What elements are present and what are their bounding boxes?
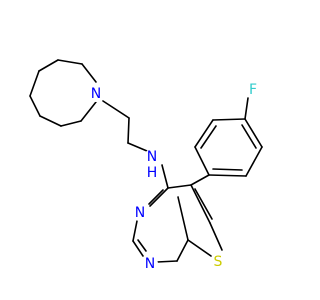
bond <box>29 95 41 117</box>
atom-label-azepane-n: N <box>91 86 101 102</box>
bond <box>200 125 217 149</box>
bond <box>212 168 243 171</box>
molecule-canvas: N H N N N S F <box>29 59 263 272</box>
bond <box>102 100 130 119</box>
bond <box>149 187 169 207</box>
bond <box>212 118 246 121</box>
bond <box>80 101 97 122</box>
atom-thiophene-s: S <box>210 254 226 270</box>
bond <box>187 239 212 257</box>
bond <box>38 59 59 72</box>
bond <box>209 222 223 251</box>
bond <box>194 146 210 176</box>
bond <box>245 146 263 177</box>
bond <box>194 188 213 220</box>
bond <box>29 70 40 97</box>
bond <box>190 174 210 186</box>
bond <box>177 196 189 241</box>
bond <box>244 118 263 148</box>
bond <box>244 97 249 120</box>
atom-label-fluorine: F <box>249 82 257 98</box>
bond <box>127 142 148 152</box>
atom-pyrimidine-n1: N <box>142 256 158 272</box>
bond <box>57 59 83 65</box>
bond <box>241 124 257 149</box>
bond <box>148 189 164 205</box>
atom-label-thiophene-s: S <box>214 254 223 270</box>
atom-label-pyrimidine-n3: N <box>135 205 145 221</box>
bond <box>176 239 189 262</box>
bond <box>132 220 138 242</box>
atom-label-pyrimidine-n1: N <box>145 256 155 272</box>
atom-label-amine-n: N <box>147 149 157 165</box>
atom-azepane-n: N <box>88 86 104 102</box>
bond <box>156 260 178 263</box>
bond <box>161 164 169 189</box>
bond <box>167 184 192 189</box>
atom-label-amine-h: H <box>147 165 158 181</box>
bond <box>60 120 82 127</box>
molecule-structure: N H N N N S F <box>29 59 263 272</box>
atom-fluorine: F <box>245 82 261 98</box>
bond-layer <box>29 59 263 263</box>
bond <box>194 119 214 148</box>
atom-pyrimidine-n3: N <box>132 205 148 221</box>
bond <box>39 115 62 127</box>
bond <box>190 184 211 224</box>
bond <box>208 174 247 177</box>
bond <box>81 63 97 83</box>
bond <box>137 239 147 252</box>
bond <box>132 240 144 257</box>
atom-label-layer: N H N N N S F <box>88 82 261 272</box>
atom-amine-n: N H <box>144 149 160 181</box>
bond <box>127 117 130 144</box>
